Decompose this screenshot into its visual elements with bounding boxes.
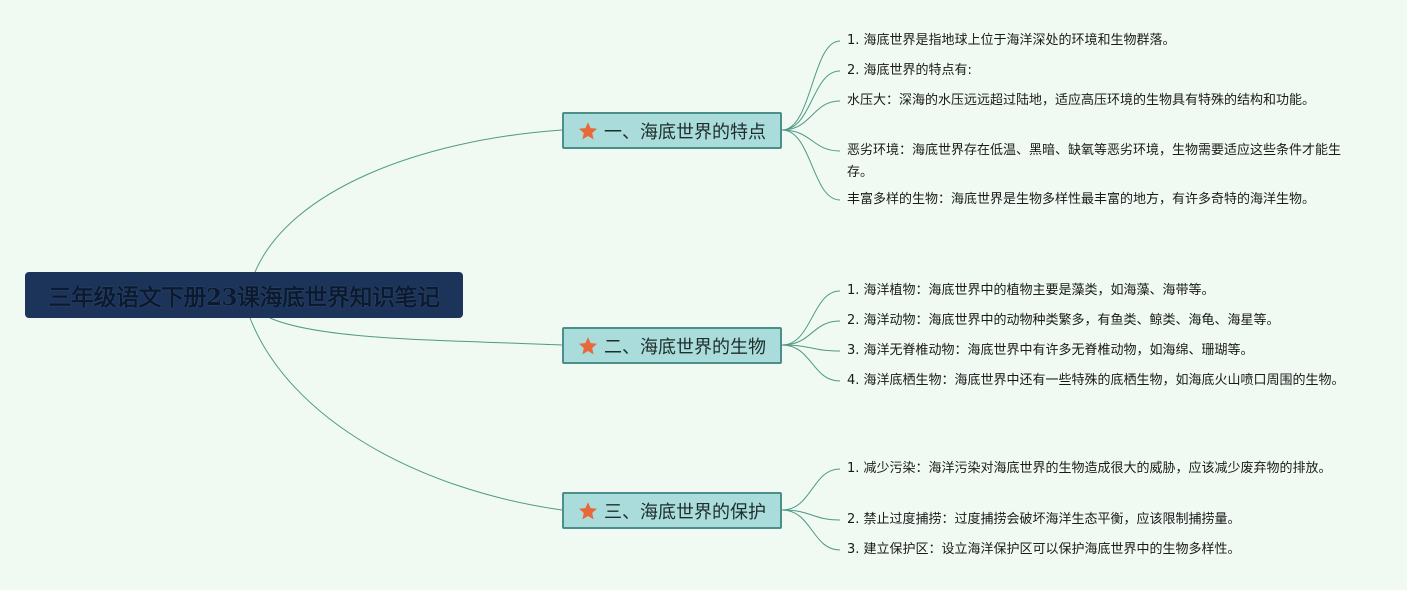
leaf-item[interactable]: 4. 海洋底栖生物：海底世界中还有一些特殊的底栖生物，如海底火山喷口周围的生物。 bbox=[847, 373, 1345, 388]
leaf-item[interactable]: 丰富多样的生物：海底世界是生物多样性最丰富的地方，有许多奇特的海洋生物。 bbox=[847, 192, 1316, 207]
branch-label: 一、海底世界的特点 bbox=[604, 121, 766, 143]
branch-label: 三、海底世界的保护 bbox=[604, 501, 766, 523]
leaf-item[interactable]: 3. 海洋无脊椎动物：海底世界中有许多无脊椎动物，如海绵、珊瑚等。 bbox=[847, 343, 1254, 358]
star-icon bbox=[579, 121, 597, 139]
leaf-item[interactable]: 1. 减少污染：海洋污染对海底世界的生物造成很大的威胁，应该减少废弃物的排放。 bbox=[847, 461, 1332, 476]
root-title: 三年级语文下册23课海底世界知识笔记 bbox=[48, 284, 440, 311]
leaf-item[interactable]: 1. 海洋植物：海底世界中的植物主要是藻类，如海藻、海带等。 bbox=[847, 283, 1215, 298]
branch-label: 二、海底世界的生物 bbox=[604, 336, 766, 358]
branch-topic-protection[interactable]: 三、海底世界的保护 bbox=[562, 492, 782, 529]
root-topic[interactable]: 三年级语文下册23课海底世界知识笔记 bbox=[25, 272, 463, 318]
branch-topic-organisms[interactable]: 二、海底世界的生物 bbox=[562, 327, 782, 364]
leaf-item[interactable]: 2. 海洋动物：海底世界中的动物种类繁多，有鱼类、鲸类、海龟、海星等。 bbox=[847, 313, 1280, 328]
leaf-item[interactable]: 2. 禁止过度捕捞：过度捕捞会破坏海洋生态平衡，应该限制捕捞量。 bbox=[847, 512, 1241, 527]
leaf-item[interactable]: 1. 海底世界是指地球上位于海洋深处的环境和生物群落。 bbox=[847, 33, 1176, 48]
leaf-item[interactable]: 3. 建立保护区：设立海洋保护区可以保护海底世界中的生物多样性。 bbox=[847, 542, 1241, 557]
star-icon bbox=[579, 501, 597, 519]
leaf-item[interactable]: 2. 海底世界的特点有: bbox=[847, 63, 972, 78]
branch-topic-features[interactable]: 一、海底世界的特点 bbox=[562, 112, 782, 149]
star-icon bbox=[579, 336, 597, 354]
leaf-item[interactable]: 水压大：深海的水压远远超过陆地，适应高压环境的生物具有特殊的结构和功能。 bbox=[847, 93, 1316, 108]
leaf-item[interactable]: 恶劣环境：海底世界存在低温、黑暗、缺氧等恶劣环境，生物需要适应这些条件才能生存。 bbox=[847, 143, 1342, 180]
